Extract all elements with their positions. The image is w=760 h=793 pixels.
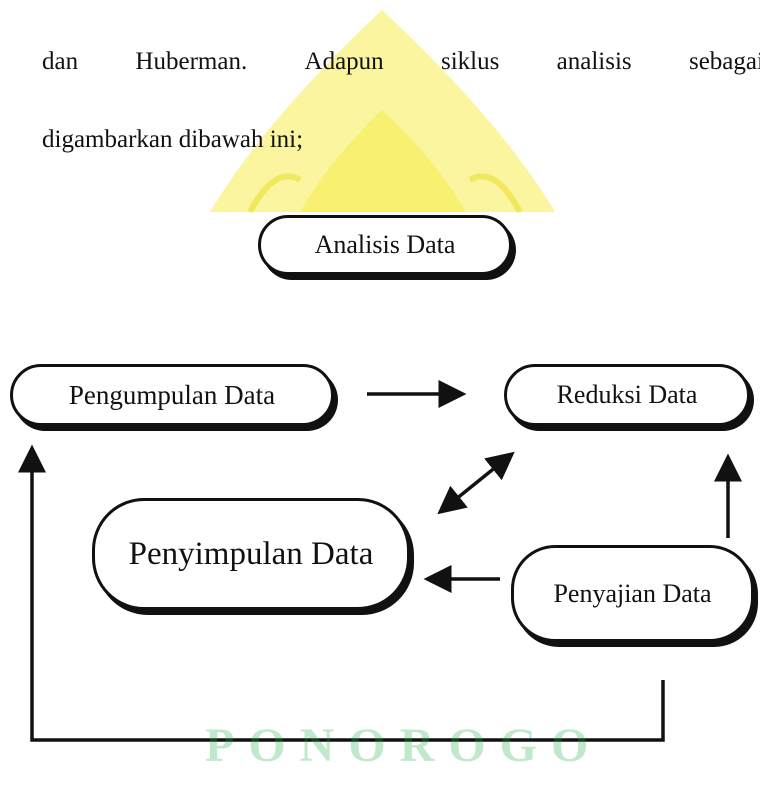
word: analisis	[556, 48, 632, 75]
paragraph-line-2: digambarkan dibawah ini;	[42, 126, 304, 153]
word: siklus	[440, 48, 500, 75]
arrow-penyajian-to-pengumpulan	[18, 444, 665, 742]
node-pengumpulan-data: Pengumpulan Data	[10, 364, 334, 426]
node-analisis-data: Analisis Data	[258, 215, 512, 275]
arrow-reduksi-penyimpulan	[437, 451, 515, 515]
node-reduksi-data: Reduksi Data	[504, 364, 750, 426]
node-penyajian-data: Penyajian Data	[511, 545, 754, 642]
word: Adapun	[304, 48, 384, 75]
paragraph-line-1: dan Huberman. Adapun siklus analisis seb…	[42, 48, 760, 76]
watermark-text: PONOROGO	[205, 719, 603, 772]
node-penyimpulan-data: Penyimpulan Data	[92, 498, 410, 610]
word: Huberman.	[135, 48, 248, 75]
word: sebagai	[688, 48, 760, 75]
word: dan	[42, 48, 79, 75]
